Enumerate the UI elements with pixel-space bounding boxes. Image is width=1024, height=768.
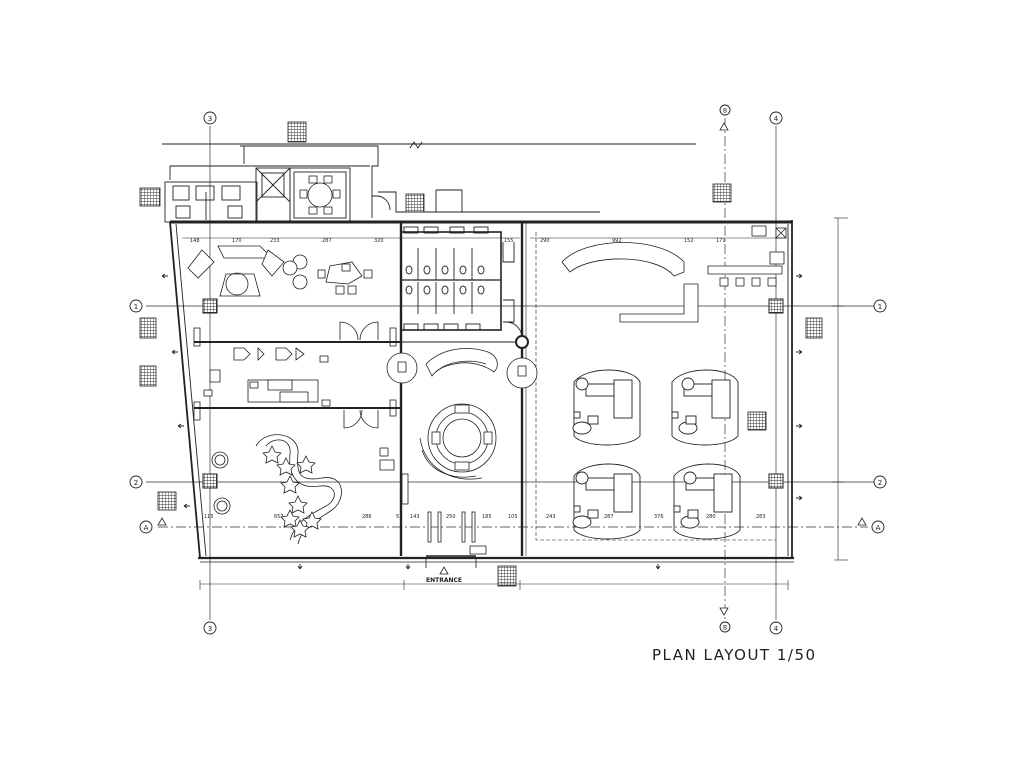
reception-desk-left (233, 347, 331, 407)
svg-text:657: 657 (274, 514, 284, 520)
svg-text:376: 376 (654, 514, 664, 520)
svg-text:143: 143 (410, 514, 420, 520)
svg-text:283: 283 (756, 514, 766, 520)
svg-text:B: B (723, 108, 727, 115)
svg-text:287: 287 (322, 238, 332, 244)
lounge-seating (187, 245, 373, 297)
dimension-text-top-right: 155 290 992 152 171 (504, 238, 726, 244)
svg-text:290: 290 (540, 238, 550, 244)
svg-text:171: 171 (716, 238, 726, 244)
consultation-pod-2 (671, 369, 739, 446)
elevation-tags (139, 121, 823, 587)
svg-text:1: 1 (134, 303, 138, 311)
round-planters-middle (386, 352, 538, 389)
wave-seating (255, 434, 342, 545)
consultation-pod-1 (572, 369, 641, 446)
svg-text:286: 286 (362, 514, 372, 520)
svg-text:A: A (144, 524, 149, 532)
svg-text:1: 1 (878, 303, 882, 311)
curved-sofa-middle (425, 348, 498, 377)
entrance-arrow-icon (439, 566, 449, 575)
grid-bubble-col-b-top: B (719, 104, 731, 116)
svg-text:115: 115 (204, 514, 214, 520)
structural-columns (202, 298, 784, 489)
round-lounge-table (419, 403, 497, 480)
grid-bubble-row-2-left: 2 (129, 475, 143, 489)
svg-text:105: 105 (508, 514, 518, 520)
svg-text:185: 185 (482, 514, 492, 520)
small-meeting-table (299, 175, 341, 215)
svg-text:A: A (876, 524, 881, 532)
curved-reception-desk (561, 242, 685, 277)
grid-bubble-col-4-top: 4 (769, 111, 783, 125)
dimension-lines (182, 217, 848, 590)
grid-bubble-row-1-right: 1 (873, 299, 887, 313)
svg-text:170: 170 (232, 238, 242, 244)
grid-bubble-col-b-bottom: B (719, 621, 731, 633)
consultation-pod-3 (572, 463, 641, 540)
grid-bubble-row-a-right: A (871, 520, 885, 534)
svg-text:152: 152 (684, 238, 694, 244)
entrance-door (425, 545, 487, 568)
dimension-text-top-left: 148 170 233 287 320 (190, 238, 384, 244)
grid-lines (146, 118, 874, 620)
entrance-label: ENTRANCE (426, 577, 462, 584)
svg-text:4: 4 (774, 625, 779, 633)
column-circle (515, 335, 529, 349)
svg-text:233: 233 (270, 238, 280, 244)
svg-text:992: 992 (612, 238, 622, 244)
svg-text:148: 148 (190, 238, 200, 244)
svg-text:57: 57 (396, 514, 402, 520)
service-block (162, 141, 696, 223)
svg-text:3: 3 (208, 115, 212, 123)
svg-text:B: B (723, 625, 727, 632)
star-chairs (262, 445, 322, 538)
svg-text:287: 287 (604, 514, 614, 520)
partition-panel (619, 283, 699, 323)
building-outline (169, 220, 794, 563)
svg-text:2: 2 (878, 479, 882, 487)
grid-bubble-col-3-top: 3 (203, 111, 217, 125)
svg-text:3: 3 (208, 625, 212, 633)
consultation-pod-4 (673, 463, 741, 540)
grid-bubble-row-1-left: 1 (129, 299, 143, 313)
door-swing-left-rooms (193, 321, 397, 429)
round-tables-left (203, 369, 395, 515)
direction-arrows (161, 273, 803, 570)
svg-text:250: 250 (446, 514, 456, 520)
grid-bubble-col-3-bottom: 3 (203, 621, 217, 635)
dimension-text-bottom: 115 657 286 57 143 250 185 105 243 287 3… (204, 514, 766, 520)
svg-text:155: 155 (504, 238, 514, 244)
svg-text:243: 243 (546, 514, 556, 520)
toilet-block (400, 226, 523, 339)
grid-bubble-col-4-bottom: 4 (769, 621, 783, 635)
svg-text:4: 4 (774, 115, 779, 123)
grid-bubble-row-a-left: A (139, 520, 153, 534)
bar-counter (707, 225, 787, 287)
section-marker-icons (157, 122, 867, 616)
svg-text:2: 2 (134, 479, 138, 487)
svg-text:320: 320 (374, 238, 384, 244)
grid-bubble-row-2-right: 2 (873, 475, 887, 489)
drawing-title: PLAN LAYOUT 1/50 (652, 646, 817, 664)
entrance-bars (401, 473, 476, 543)
svg-text:280: 280 (706, 514, 716, 520)
